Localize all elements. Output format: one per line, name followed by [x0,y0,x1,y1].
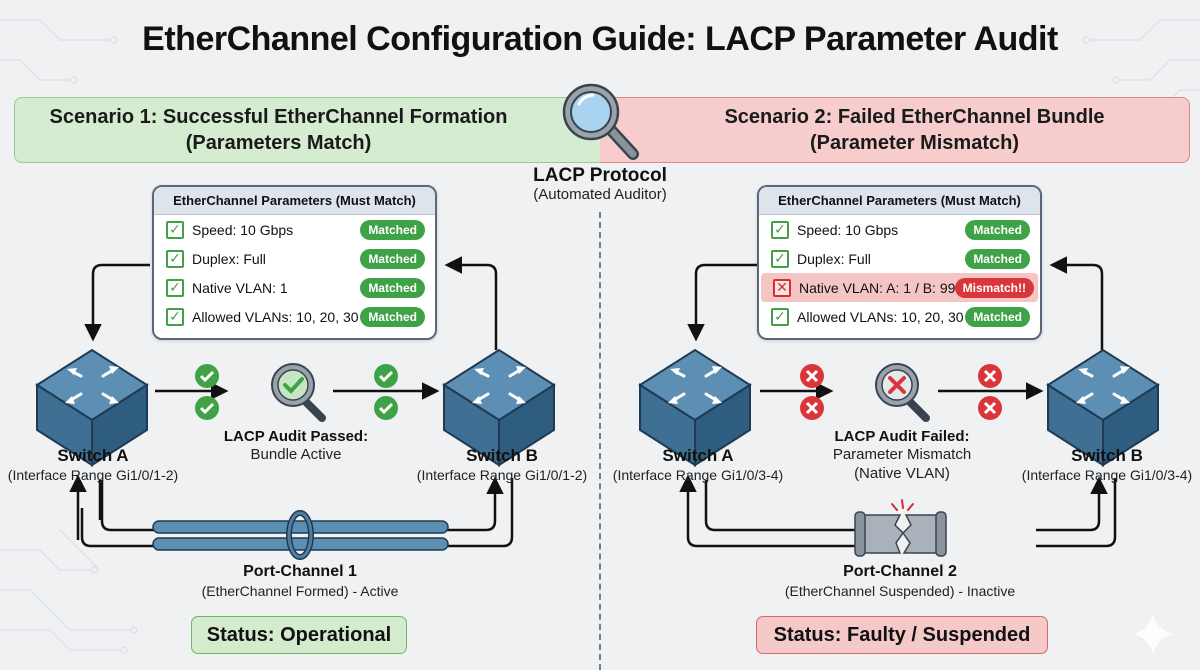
page-title: EtherChannel Configuration Guide: LACP P… [142,20,1058,58]
audit-failed-title: LACP Audit Failed: [834,428,970,445]
checkbox-checked-icon: ✓ [166,220,184,239]
checkbox-checked-icon: ✓ [166,307,184,326]
param-label: Speed: 10 Gbps [192,221,294,238]
param-row-duplex: ✓ Duplex: Full Matched [154,244,435,273]
scenario-2-flow [679,256,1117,548]
status-operational-badge: Status: Operational [191,616,407,654]
scenario-2-params-panel: EtherChannel Parameters (Must Match) ✓ S… [757,185,1042,340]
audit-passed-subtitle: Bundle Active [250,446,342,463]
param-row-native-vlan-mismatch: ✕ Native VLAN: A: 1 / B: 99 Mismatch!! [761,273,1038,302]
switch-a-1-interface: (Interface Range Gi1/0/1-2) [7,467,179,483]
checkbox-checked-icon: ✓ [166,278,184,297]
port-channel-1-title: Port-Channel 1 [243,563,357,580]
scenario-1-title: Scenario 1: Successful EtherChannel Form… [49,106,508,128]
port-channel-1-subtitle: (EtherChannel Formed) - Active [201,583,399,599]
scenario-1-subtitle: (Parameters Match) [185,132,372,154]
checkbox-checked-icon: ✓ [771,307,789,326]
checkbox-checked-icon: ✓ [166,249,184,268]
param-label: Native VLAN: A: 1 / B: 99 [799,279,956,296]
param-row-native-vlan: ✓ Native VLAN: 1 Matched [154,273,435,302]
port-channel-2-title: Port-Channel 2 [843,563,957,580]
scenario-2-cross-badges [800,364,1002,420]
scenario-2-subtitle: (Parameter Mismatch) [810,132,1019,154]
switch-a-2-interface: (Interface Range Gi1/0/3-4) [612,467,784,483]
param-label: Duplex: Full [797,250,871,267]
matched-badge: Matched [965,249,1030,269]
switch-a-1-label: Switch A [57,446,129,465]
matched-badge: Matched [360,307,425,327]
scenario-1-flow [69,256,514,548]
params-header: EtherChannel Parameters (Must Match) [154,187,435,215]
audit-passed-title: LACP Audit Passed: [223,428,369,445]
param-row-duplex: ✓ Duplex: Full Matched [759,244,1040,273]
scenario-1-params-panel: EtherChannel Parameters (Must Match) ✓ S… [152,185,437,340]
matched-badge: Matched [360,278,425,298]
matched-badge: Matched [965,307,1030,327]
audit-failed-magnifier-icon [875,363,930,422]
checkbox-checked-icon: ✓ [771,220,789,239]
audit-passed-magnifier-icon [271,363,326,422]
param-label: Native VLAN: 1 [192,279,288,296]
param-row-speed: ✓ Speed: 10 Gbps Matched [154,215,435,244]
scenario-divider [599,212,601,670]
params-header: EtherChannel Parameters (Must Match) [759,187,1040,215]
checkbox-checked-icon: ✓ [771,249,789,268]
param-label: Duplex: Full [192,250,266,267]
switch-b-2-interface: (Interface Range Gi1/0/3-4) [1021,467,1193,483]
switch-b-1-label: Switch B [466,446,538,465]
magnifier-icon [562,83,639,160]
switch-b-2-label: Switch B [1071,446,1143,465]
audit-failed-reason: (Native VLAN) [854,465,950,482]
switch-a-2-label: Switch A [662,446,734,465]
scenario-1-check-badges [195,364,398,420]
broken-cable-icon [854,499,947,557]
status-faulty-badge: Status: Faulty / Suspended [756,616,1048,654]
port-channel-1-bundle [152,510,449,560]
switch-b-1-interface: (Interface Range Gi1/0/1-2) [416,467,588,483]
scenario-2-banner: Scenario 2: Failed EtherChannel Bundle (… [600,97,1190,163]
param-label: Allowed VLANs: 10, 20, 30 [192,308,359,325]
port-channel-2-subtitle: (EtherChannel Suspended) - Inactive [784,583,1016,599]
param-label: Speed: 10 Gbps [797,221,899,238]
mismatch-badge: Mismatch!! [954,278,1034,298]
matched-badge: Matched [360,249,425,269]
matched-badge: Matched [360,220,425,240]
param-row-allowed-vlans: ✓ Allowed VLANs: 10, 20, 30 Matched [759,302,1040,331]
param-row-allowed-vlans: ✓ Allowed VLANs: 10, 20, 30 Matched [154,302,435,331]
scenario-2-title: Scenario 2: Failed EtherChannel Bundle [724,106,1105,128]
scenario-1-banner: Scenario 1: Successful EtherChannel Form… [14,97,602,163]
param-label: Allowed VLANs: 10, 20, 30 [797,308,964,325]
lacp-protocol-subtitle: (Automated Auditor) [533,186,667,203]
sparkle-watermark-icon [1133,614,1173,654]
matched-badge: Matched [965,220,1030,240]
lacp-protocol-title: LACP Protocol [533,165,667,186]
checkbox-cross-icon: ✕ [773,278,791,297]
audit-failed-subtitle: Parameter Mismatch [832,446,972,463]
param-row-speed: ✓ Speed: 10 Gbps Matched [759,215,1040,244]
